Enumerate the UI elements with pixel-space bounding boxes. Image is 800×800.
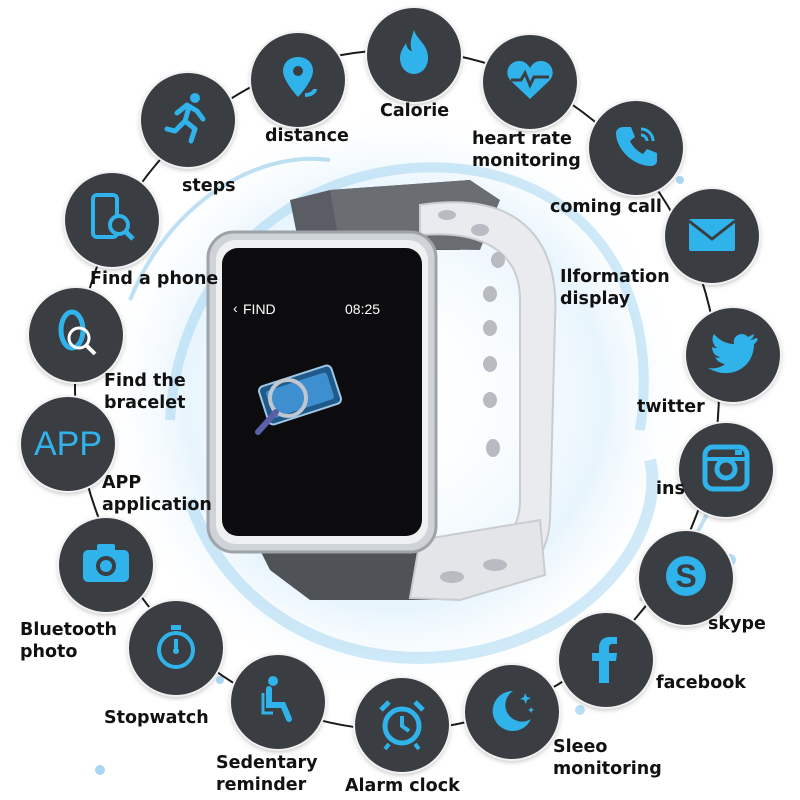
envelope-icon xyxy=(683,205,741,268)
feature-label-line: Find a phone xyxy=(90,269,219,289)
feature-skype: S xyxy=(639,531,733,625)
feature-label-line: Stopwatch xyxy=(104,708,209,728)
feature-label-line: twitter xyxy=(637,397,705,417)
location-pin-icon xyxy=(269,49,327,112)
watch-screen-time: 08:25 xyxy=(345,301,381,317)
watch-screen-title: FIND xyxy=(243,301,276,317)
feature-ins xyxy=(679,423,773,517)
feature-label-line: coming call xyxy=(550,197,662,217)
feature-heart-rate xyxy=(483,35,577,129)
svg-text:S: S xyxy=(675,558,696,594)
feature-find-phone xyxy=(65,173,159,267)
camera-icon xyxy=(77,534,135,597)
feature-sedentary xyxy=(231,655,325,749)
phone-call-icon xyxy=(607,117,665,180)
feature-label-twitter: twitter xyxy=(637,396,705,418)
feature-find-bracelet xyxy=(29,288,123,382)
feature-coming-call xyxy=(589,101,683,195)
feature-label-line: facebook xyxy=(656,673,746,693)
feature-twitter xyxy=(686,308,780,402)
feature-label-line: distance xyxy=(265,126,349,146)
feature-label-line: monitoring xyxy=(553,759,662,779)
app-text-icon: APP xyxy=(33,424,103,463)
moon-stars-icon xyxy=(483,681,541,744)
feature-label-skype: skype xyxy=(708,613,766,635)
feature-label-line: Bluetooth xyxy=(20,620,117,640)
feature-facebook xyxy=(559,613,653,707)
feature-label-line: bracelet xyxy=(104,393,186,413)
watch-screen-back: ‹ xyxy=(233,300,238,316)
seated-person-icon xyxy=(249,671,307,734)
feature-label-line: Sedentary xyxy=(216,753,318,773)
feature-label-coming-call: coming call xyxy=(550,196,662,218)
feature-label-distance: distance xyxy=(265,125,349,147)
feature-label-line: Calorie xyxy=(380,101,450,121)
feature-label-line: Sleeo xyxy=(553,737,608,757)
feature-label-line: heart rate xyxy=(472,129,572,149)
feature-label-line: APP xyxy=(102,473,142,493)
twitter-bird-icon xyxy=(704,324,762,387)
heart-rate-icon xyxy=(501,51,559,114)
feature-app: APP xyxy=(21,397,115,491)
alarm-clock-icon xyxy=(373,694,431,757)
feature-alarm xyxy=(355,678,449,772)
feature-stopwatch xyxy=(129,601,223,695)
stopwatch-icon xyxy=(147,617,205,680)
feature-label-line: monitoring xyxy=(472,151,581,171)
feature-label-line: ins xyxy=(656,479,685,499)
feature-label-find-phone: Find a phone xyxy=(90,268,218,290)
feature-calorie xyxy=(367,8,461,102)
feature-label-steps: steps xyxy=(182,175,236,197)
feature-steps xyxy=(141,73,235,167)
feature-label-ins: ins xyxy=(656,478,685,500)
feature-label-line: application xyxy=(102,495,212,515)
feature-label-line: skype xyxy=(708,614,766,634)
feature-label-line: Ilformation xyxy=(560,267,670,287)
find-bracelet-icon xyxy=(47,304,105,367)
feature-label-alarm: Alarm clock xyxy=(345,775,460,797)
feature-label-line: steps xyxy=(182,176,236,196)
feature-label-line: Find the xyxy=(104,371,186,391)
feature-label-line: photo xyxy=(20,642,78,662)
instagram-camera-icon xyxy=(697,439,755,502)
facebook-icon xyxy=(577,629,635,692)
feature-label-line: Alarm clock xyxy=(345,776,460,796)
running-person-icon xyxy=(159,89,217,152)
flame-icon xyxy=(385,24,443,87)
skype-icon: S xyxy=(657,547,715,610)
feature-bluetooth-photo xyxy=(59,518,153,612)
feature-sleep xyxy=(465,665,559,759)
feature-label-line: display xyxy=(560,289,631,309)
feature-label-stopwatch: Stopwatch xyxy=(104,707,209,729)
feature-label-calorie: Calorie xyxy=(380,100,449,122)
feature-label-line: reminder xyxy=(216,775,307,795)
find-phone-icon xyxy=(83,189,141,252)
feature-label-facebook: facebook xyxy=(656,672,746,694)
feature-information xyxy=(665,189,759,283)
feature-distance xyxy=(251,33,345,127)
